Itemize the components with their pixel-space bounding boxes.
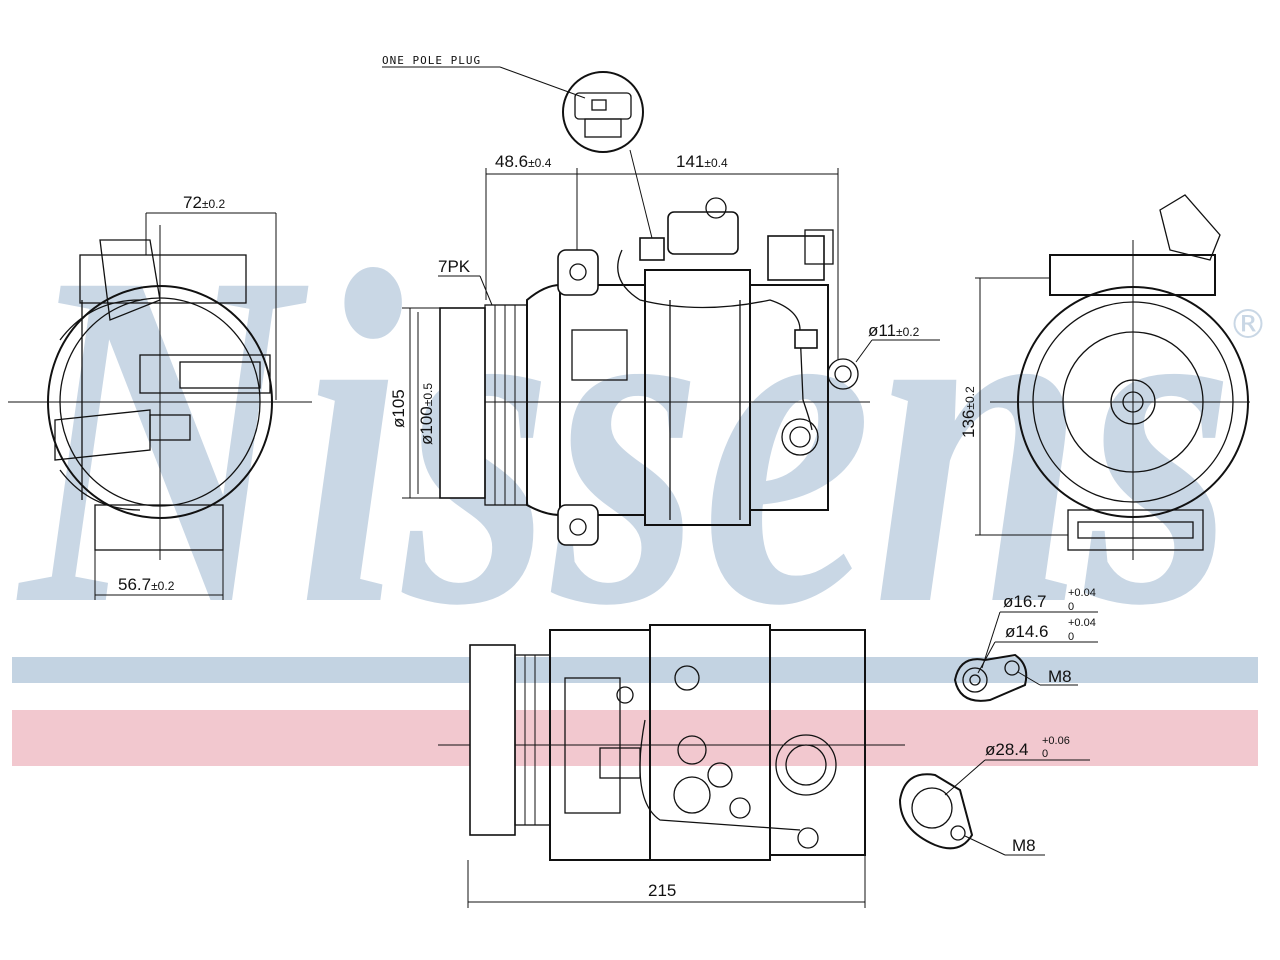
svg-text:0: 0 <box>1042 748 1048 760</box>
svg-text:0: 0 <box>1068 631 1074 643</box>
brand-watermark: Nissens <box>14 172 1235 704</box>
registered-mark: ® <box>1228 302 1268 348</box>
svg-text:7PK: 7PK <box>438 257 471 276</box>
port-detail-large: ø28.4 +0.06 0 M8 <box>898 735 1090 856</box>
svg-text:+0.04: +0.04 <box>1068 587 1096 599</box>
svg-text:0: 0 <box>1068 601 1074 613</box>
svg-text:56.7±0.2: 56.7±0.2 <box>118 575 175 594</box>
svg-text:215: 215 <box>648 881 676 900</box>
port-detail-small: ø16.7 +0.04 0 ø14.6 +0.04 0 M8 <box>953 587 1098 702</box>
svg-text:136±0.2: 136±0.2 <box>959 386 978 438</box>
svg-text:M8: M8 <box>1012 836 1036 855</box>
svg-text:ø28.4: ø28.4 <box>985 740 1028 759</box>
brand-background: Nissens ® <box>12 172 1268 766</box>
svg-text:+0.06: +0.06 <box>1042 735 1070 747</box>
blue-stripe <box>12 657 1258 683</box>
left-side-view: 72±0.2 56.7±0.2 <box>8 193 312 600</box>
bottom-top-view: 215 <box>438 624 905 908</box>
svg-text:ø105: ø105 <box>389 389 408 428</box>
svg-text:72±0.2: 72±0.2 <box>183 193 226 212</box>
svg-text:ø14.6: ø14.6 <box>1005 622 1048 641</box>
svg-text:M8: M8 <box>1048 667 1072 686</box>
svg-text:+0.04: +0.04 <box>1068 617 1096 629</box>
svg-text:48.6±0.4: 48.6±0.4 <box>495 152 552 171</box>
right-end-view: 136±0.2 <box>959 194 1250 560</box>
svg-text:141±0.4: 141±0.4 <box>676 152 728 171</box>
svg-text:ø16.7: ø16.7 <box>1003 592 1046 611</box>
red-stripe <box>12 710 1258 766</box>
plug-detail: ONE POLE PLUG <box>382 54 644 153</box>
center-front-view: 48.6±0.4 141±0.4 ø105 ø100±0.5 7PK ø11±0… <box>389 149 940 546</box>
svg-text:ONE POLE PLUG: ONE POLE PLUG <box>382 54 481 67</box>
svg-text:ø11±0.2: ø11±0.2 <box>868 321 920 340</box>
svg-text:ø100±0.5: ø100±0.5 <box>417 383 436 445</box>
